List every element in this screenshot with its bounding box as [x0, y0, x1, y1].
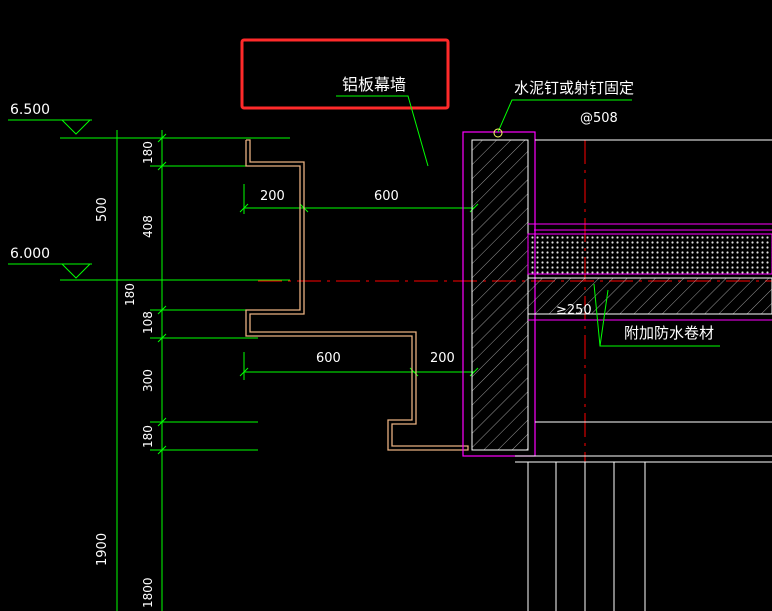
dim-180-a: 180	[141, 141, 155, 164]
label-curtain-wall: 铝板幕墙	[342, 75, 406, 94]
horizontal-dimensions	[239, 184, 479, 380]
dim-180-b: 180	[123, 283, 137, 306]
vertical-dimensions	[112, 130, 258, 611]
label-fastener: 水泥钉或射钉固定	[514, 79, 634, 97]
level-text-mid: 6.000	[10, 246, 50, 262]
parapet-concrete	[471, 139, 529, 451]
dim-1800: 1800	[141, 577, 155, 608]
leader-lines	[336, 95, 720, 347]
dim-200-top: 200	[260, 189, 285, 204]
label-spacing: @508	[580, 111, 618, 126]
dim-300: 300	[141, 369, 155, 392]
dim-600-bot: 600	[316, 351, 341, 366]
structure-lines	[515, 139, 772, 611]
level-marker-top	[8, 119, 290, 139]
curtain-wall-outline	[245, 139, 469, 451]
insulation-layer	[527, 233, 772, 275]
label-membrane: 附加防水卷材	[624, 324, 714, 342]
dim-600-top: 600	[374, 189, 399, 204]
roof-slab	[527, 277, 772, 315]
dim-408: 408	[141, 215, 155, 238]
dim-108: 108	[141, 311, 155, 334]
level-text-top: 6.500	[10, 102, 50, 118]
highlight-box	[240, 38, 450, 110]
label-overlap: ≥250	[556, 303, 592, 318]
dim-200-bot: 200	[430, 351, 455, 366]
dim-500: 500	[95, 197, 110, 222]
fastener-icon	[493, 128, 503, 138]
level-marker-mid	[8, 263, 290, 281]
dim-180-c: 180	[141, 425, 155, 448]
dim-1900: 1900	[95, 533, 110, 566]
